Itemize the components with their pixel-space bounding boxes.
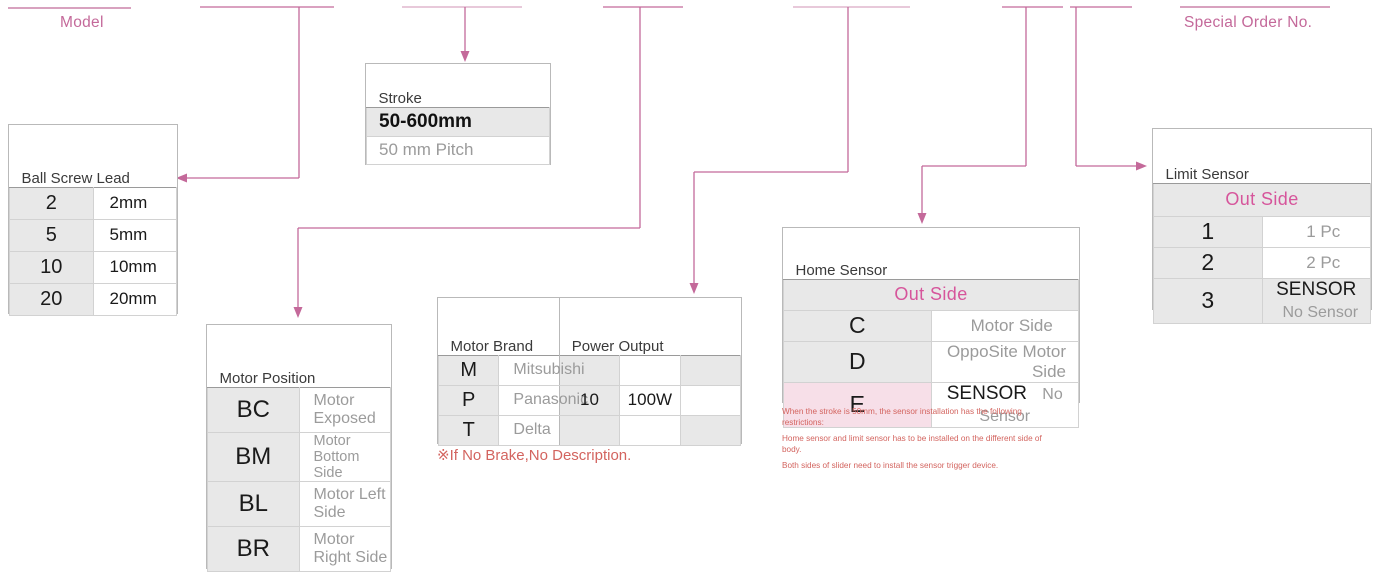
home-sensor-out-side: Out Side bbox=[783, 278, 1079, 311]
table-row: BL Motor Left Side bbox=[207, 480, 391, 527]
limit-sensor-desc: SENSOR No Sensor bbox=[1261, 277, 1371, 324]
table-row: P Panasonic 10 100W bbox=[437, 384, 742, 416]
limit-sensor-code: 1 bbox=[1153, 215, 1263, 248]
home-sensor-table: Home Sensor Out Side C Motor Side D Oppo… bbox=[782, 227, 1080, 428]
ball-screw-lead-table: Ball Screw Lead 2 2mm 5 5mm 10 10mm 20 2… bbox=[8, 124, 178, 316]
power-output-desc bbox=[619, 354, 681, 386]
motor-position-desc: Motor Right Side bbox=[298, 525, 391, 572]
limit-sensor-sensor-label: SENSOR bbox=[1276, 278, 1357, 300]
motor-position-code: BL bbox=[207, 480, 300, 527]
stroke-table: Stroke 50-600mm 50 mm Pitch bbox=[365, 63, 551, 165]
table-row: 5 5mm bbox=[9, 218, 177, 252]
power-output-desc bbox=[619, 414, 681, 446]
motor-brand-code: P bbox=[437, 384, 500, 416]
power-output-extra bbox=[679, 414, 742, 446]
table-row: 2 2 Pc bbox=[1153, 246, 1371, 279]
power-output-extra bbox=[679, 384, 742, 416]
ball-screw-lead-title: Ball Screw Lead bbox=[21, 169, 130, 187]
table-row: D OppoSite Motor Side bbox=[783, 340, 1079, 383]
power-output-code bbox=[558, 354, 621, 386]
ball-screw-lead-desc: 2mm bbox=[92, 186, 177, 220]
home-sensor-desc: SENSOR No Sensor bbox=[930, 381, 1079, 428]
limit-sensor-desc: 1 Pc bbox=[1261, 215, 1371, 248]
motor-brand-desc: Mitsubishi bbox=[498, 354, 585, 386]
motor-brand-desc: Panasonic bbox=[498, 384, 588, 416]
power-output-code bbox=[558, 414, 621, 446]
power-output-desc: 100W bbox=[619, 384, 681, 416]
table-row: 1 1 Pc bbox=[1153, 215, 1371, 248]
motor-brand-desc: Delta bbox=[498, 414, 560, 446]
table-row: 2 2mm bbox=[9, 186, 177, 220]
table-row: 10 10mm bbox=[9, 250, 177, 284]
stroke-pitch: 50 mm Pitch bbox=[366, 135, 550, 165]
motor-position-desc: Motor Left Side bbox=[298, 480, 391, 527]
ball-screw-lead-code: 2 bbox=[9, 186, 94, 220]
motor-position-title: Motor Position bbox=[219, 369, 316, 387]
ball-screw-lead-code: 20 bbox=[9, 282, 94, 316]
limit-sensor-title: Limit Sensor bbox=[1165, 165, 1249, 183]
home-sensor-sensor-label: SENSOR bbox=[946, 382, 1027, 404]
motor-brand-title: Motor Brand bbox=[438, 298, 560, 355]
motor-position-code: BM bbox=[207, 431, 300, 482]
ball-screw-lead-desc: 5mm bbox=[92, 218, 177, 252]
ball-screw-lead-code: 10 bbox=[9, 250, 94, 284]
home-sensor-desc: Motor Side bbox=[930, 309, 1079, 342]
stroke-title: Stroke bbox=[378, 89, 422, 107]
power-output-title: Power Output bbox=[571, 337, 664, 355]
table-row: 20 20mm bbox=[9, 282, 177, 316]
table-row: BM Motor Bottom Side bbox=[207, 431, 391, 482]
table-row: BR Motor Right Side bbox=[207, 525, 391, 572]
limit-sensor-code: 3 bbox=[1153, 277, 1263, 324]
home-sensor-code: C bbox=[783, 309, 932, 342]
motor-position-table: Motor Position BC Motor Exposed BM Motor… bbox=[206, 324, 392, 572]
label-model: Model bbox=[60, 14, 104, 31]
home-sensor-note-2: Home sensor and limit sensor has to be i… bbox=[782, 433, 1042, 455]
motor-brand-code: M bbox=[437, 354, 500, 386]
motor-brand-table: Motor Brand Power Output M Mitsubishi P … bbox=[437, 297, 742, 446]
limit-sensor-desc: 2 Pc bbox=[1261, 246, 1371, 279]
table-row: T Delta bbox=[437, 414, 742, 446]
motor-brand-note: ※If No Brake,No Description. bbox=[437, 447, 632, 464]
ball-screw-lead-desc: 20mm bbox=[92, 282, 177, 316]
limit-sensor-table: Limit Sensor Out Side 1 1 Pc 2 2 Pc 3 SE… bbox=[1152, 128, 1372, 324]
limit-sensor-no-sensor-label: No Sensor bbox=[1282, 303, 1359, 321]
home-sensor-notes: When the stroke is 50mm, the sensor inst… bbox=[782, 406, 1044, 475]
power-output-extra bbox=[679, 354, 742, 386]
table-row: C Motor Side bbox=[783, 309, 1079, 342]
home-sensor-note-1: When the stroke is 50mm, the sensor inst… bbox=[782, 407, 1022, 428]
table-row: BC Motor Exposed bbox=[207, 386, 391, 433]
ball-screw-lead-code: 5 bbox=[9, 218, 94, 252]
table-row: M Mitsubishi bbox=[437, 354, 742, 386]
home-sensor-note-3: Both sides of slider need to install the… bbox=[782, 460, 999, 470]
motor-brand-code: T bbox=[437, 414, 500, 446]
motor-position-desc: Motor Exposed bbox=[298, 386, 391, 433]
motor-position-desc: Motor Bottom Side bbox=[298, 431, 391, 482]
limit-sensor-code: 2 bbox=[1153, 246, 1263, 279]
home-sensor-code: D bbox=[783, 340, 932, 383]
table-row: E SENSOR No Sensor bbox=[783, 381, 1079, 428]
home-sensor-code: E bbox=[783, 381, 932, 428]
limit-sensor-out-side: Out Side bbox=[1153, 182, 1371, 217]
ball-screw-lead-desc: 10mm bbox=[92, 250, 177, 284]
table-row: 3 SENSOR No Sensor bbox=[1153, 277, 1371, 324]
stroke-range: 50-600mm bbox=[366, 106, 550, 137]
label-special-order-no: Special Order No. bbox=[1184, 14, 1313, 31]
home-sensor-title: Home Sensor bbox=[795, 261, 888, 279]
motor-position-code: BR bbox=[207, 525, 300, 572]
home-sensor-no-sensor-label: No Sensor bbox=[979, 385, 1063, 425]
motor-position-code: BC bbox=[207, 386, 300, 433]
home-sensor-desc: OppoSite Motor Side bbox=[930, 340, 1079, 383]
